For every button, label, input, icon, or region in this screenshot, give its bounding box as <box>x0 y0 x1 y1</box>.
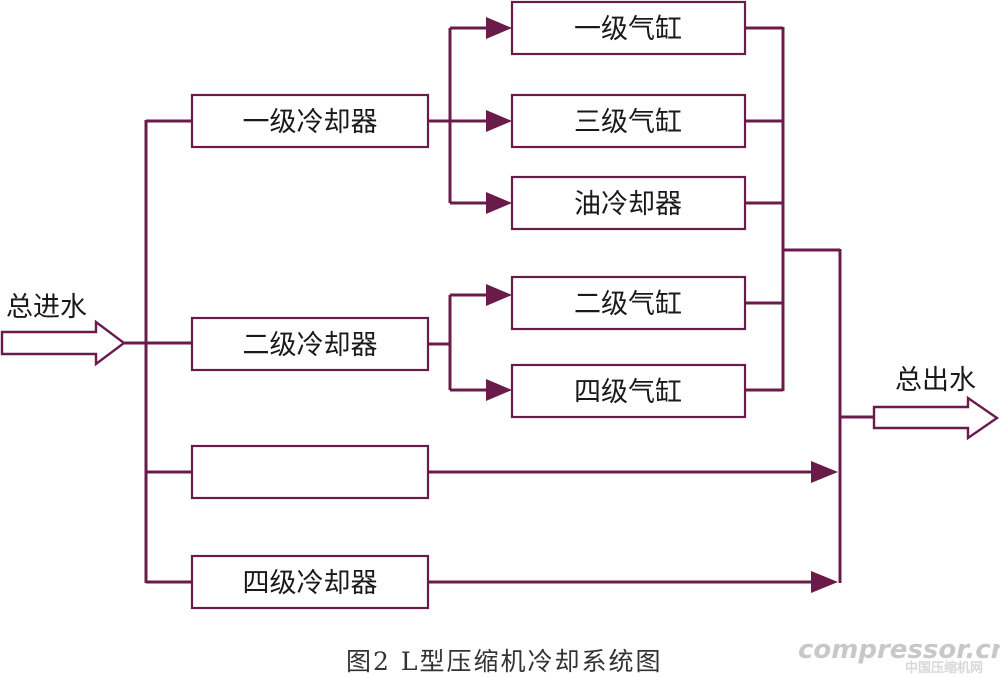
inlet-label: 总进水 <box>6 292 87 323</box>
outlet-arrow <box>872 395 1000 441</box>
arrowhead-cyl3 <box>486 110 512 132</box>
arrowhead-cyl4 <box>486 379 512 401</box>
arrowhead-cyl2 <box>486 284 512 306</box>
cyl1-label: 一级气缸 <box>574 14 682 45</box>
arrowhead-cooler3-out <box>811 461 838 483</box>
oil-cooler-label: 油冷却器 <box>574 189 682 220</box>
watermark-sub: 中国压缩机网 <box>905 660 983 676</box>
cyl2-label: 二级气缸 <box>574 289 682 320</box>
cooler-2-box <box>190 316 430 372</box>
cooler-4-box <box>190 554 430 610</box>
oil-cooler-box <box>510 175 747 231</box>
arrowhead-cyl1 <box>486 17 512 39</box>
cooler-4-label: 四级冷却器 <box>243 568 378 599</box>
cyl4-box <box>510 363 747 419</box>
watermark-brand: compressor.cn <box>798 635 1000 665</box>
cyl3-label: 三级气缸 <box>574 107 682 138</box>
cyl4-label: 四级气缸 <box>574 377 682 408</box>
arrowhead-cooler4-out <box>811 571 838 593</box>
inlet-arrow <box>0 319 126 367</box>
cyl2-box <box>510 275 747 331</box>
arrowhead-oil <box>486 192 512 214</box>
figure-caption: 图2 L型压缩机冷却系统图 <box>346 647 662 676</box>
cooler-1-label: 一级冷却器 <box>243 107 378 138</box>
cooler-2-label: 二级冷却器 <box>243 330 378 361</box>
cooler-1-box <box>190 93 430 149</box>
outlet-label: 总出水 <box>895 365 976 396</box>
cooler-3-box <box>190 444 430 500</box>
